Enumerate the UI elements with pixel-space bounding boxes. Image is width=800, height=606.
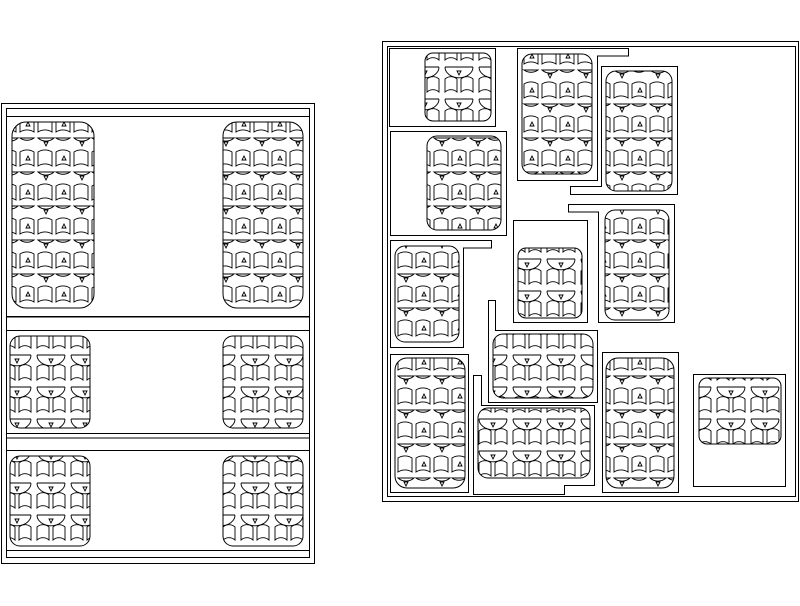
fretwork-block [11,121,95,309]
right-sheet [382,41,799,502]
nested-piece [390,354,469,493]
tall-panel [6,116,310,318]
nested-piece [602,352,679,493]
nested-piece [513,220,588,323]
left-sheet-outer-border [1,103,315,564]
nested-piece [570,66,678,195]
nested-piece [473,375,595,495]
nested-piece [389,48,496,127]
fretwork-block [222,121,304,309]
fretwork-block [222,335,304,429]
fretwork-block [9,455,91,547]
fretwork-block [222,455,304,547]
right-sheet-outer-border [382,41,799,502]
nested-piece [390,131,507,236]
nested-piece [517,48,629,181]
nested-piece [488,300,598,403]
left-sheet [1,103,315,564]
fretwork-block [9,335,91,429]
nested-piece [568,204,675,323]
bottom-panel [6,450,310,551]
nested-piece [693,374,786,487]
right-sheet-inner-border [387,46,796,497]
middle-panel [6,330,310,439]
nested-piece [390,240,492,348]
